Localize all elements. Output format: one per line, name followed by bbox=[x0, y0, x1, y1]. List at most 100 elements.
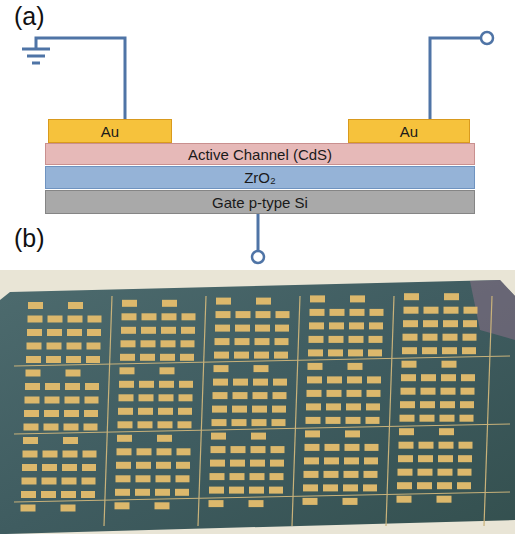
contact-pad bbox=[139, 394, 154, 401]
contact-pad bbox=[87, 329, 101, 336]
contact-pad bbox=[41, 491, 56, 498]
contact-pad bbox=[159, 394, 174, 401]
contact-pad bbox=[210, 473, 225, 480]
contact-pad bbox=[437, 496, 452, 503]
contact-pad bbox=[120, 354, 135, 361]
contact-pad bbox=[161, 327, 176, 334]
contact-pad bbox=[27, 329, 42, 336]
contact-pad bbox=[367, 390, 381, 397]
contact-pad bbox=[252, 419, 267, 426]
contact-pad bbox=[121, 340, 136, 347]
contact-pad bbox=[216, 298, 231, 305]
contact-pad bbox=[349, 336, 364, 343]
contact-pad bbox=[235, 338, 250, 345]
contact-pad bbox=[157, 448, 172, 455]
contact-pad bbox=[330, 309, 345, 316]
contact-pad bbox=[256, 298, 271, 305]
contact-pad bbox=[417, 482, 432, 489]
contact-pad bbox=[161, 340, 176, 347]
contact-pad bbox=[21, 505, 36, 512]
contact-pad bbox=[343, 498, 358, 505]
contact-pad bbox=[364, 471, 378, 478]
contact-pad bbox=[303, 498, 318, 505]
contact-pad bbox=[270, 473, 284, 480]
contact-pad bbox=[44, 424, 59, 431]
contact-pad bbox=[366, 403, 380, 410]
contact-pad bbox=[420, 401, 435, 408]
contact-pad bbox=[309, 322, 324, 329]
contact-pad bbox=[210, 460, 225, 467]
contact-pad bbox=[67, 329, 82, 336]
contact-pad bbox=[269, 487, 283, 494]
contact-pad bbox=[82, 464, 96, 471]
contact-pad bbox=[158, 408, 173, 415]
contact-pad bbox=[440, 415, 455, 422]
contact-pad bbox=[27, 343, 42, 350]
contact-pad bbox=[66, 356, 81, 363]
contact-pad bbox=[213, 392, 228, 399]
contact-pad bbox=[346, 417, 361, 424]
contact-pad bbox=[401, 388, 416, 395]
contact-pad bbox=[306, 417, 321, 424]
contact-pad bbox=[84, 424, 98, 431]
contact-pad bbox=[64, 424, 79, 431]
contact-pad bbox=[350, 295, 365, 302]
contact-pad bbox=[177, 448, 191, 455]
contact-pad bbox=[323, 484, 338, 491]
contact-pad bbox=[419, 442, 434, 449]
contact-pad bbox=[249, 487, 264, 494]
contact-pad bbox=[21, 491, 36, 498]
contact-pad bbox=[211, 446, 226, 453]
contact-pad bbox=[116, 462, 131, 469]
contact-pad bbox=[63, 437, 78, 444]
contact-pad bbox=[136, 462, 151, 469]
contact-pad bbox=[369, 322, 383, 329]
contact-pad bbox=[309, 336, 324, 343]
contact-pad bbox=[304, 471, 319, 478]
contact-pad bbox=[215, 325, 230, 332]
contact-pad bbox=[212, 419, 227, 426]
contact-pad bbox=[439, 442, 454, 449]
contact-pad bbox=[47, 343, 62, 350]
contact-pad bbox=[26, 356, 41, 363]
contact-pad bbox=[181, 340, 195, 347]
contact-pad bbox=[117, 448, 132, 455]
contact-pad bbox=[464, 307, 478, 314]
contact-pad bbox=[160, 367, 175, 374]
contact-pad bbox=[231, 446, 246, 453]
contact-pad bbox=[270, 460, 284, 467]
contact-pad bbox=[325, 444, 340, 451]
scribe-line bbox=[484, 296, 492, 526]
contact-pad bbox=[155, 489, 170, 496]
contact-pad bbox=[47, 329, 62, 336]
contact-pad bbox=[273, 392, 287, 399]
contact-pad bbox=[275, 325, 289, 332]
contact-pad bbox=[230, 473, 245, 480]
contact-pad bbox=[397, 482, 412, 489]
contact-pad bbox=[273, 379, 287, 386]
contact-pad bbox=[115, 489, 130, 496]
contact-pad bbox=[400, 415, 415, 422]
contact-pad bbox=[403, 320, 418, 327]
contact-pad bbox=[438, 469, 453, 476]
contact-pad bbox=[370, 309, 384, 316]
contact-pad bbox=[424, 307, 439, 314]
contact-pad bbox=[423, 320, 438, 327]
contact-pad bbox=[344, 457, 359, 464]
contact-pad bbox=[25, 383, 40, 390]
contact-pad bbox=[181, 327, 195, 334]
contact-pad bbox=[326, 417, 341, 424]
contact-pad bbox=[399, 428, 414, 435]
contact-pad bbox=[26, 370, 41, 377]
contact-pad bbox=[86, 356, 100, 363]
contact-pad bbox=[176, 475, 190, 482]
contact-pad bbox=[24, 424, 39, 431]
contact-pad bbox=[252, 406, 267, 413]
contact-pad bbox=[81, 491, 95, 498]
channel-layer: Active Channel (CdS) bbox=[45, 143, 475, 165]
contact-pad bbox=[367, 376, 381, 383]
contact-pad bbox=[122, 300, 137, 307]
contact-pad bbox=[118, 408, 133, 415]
contact-pad bbox=[120, 367, 135, 374]
contact-pad bbox=[162, 300, 177, 307]
